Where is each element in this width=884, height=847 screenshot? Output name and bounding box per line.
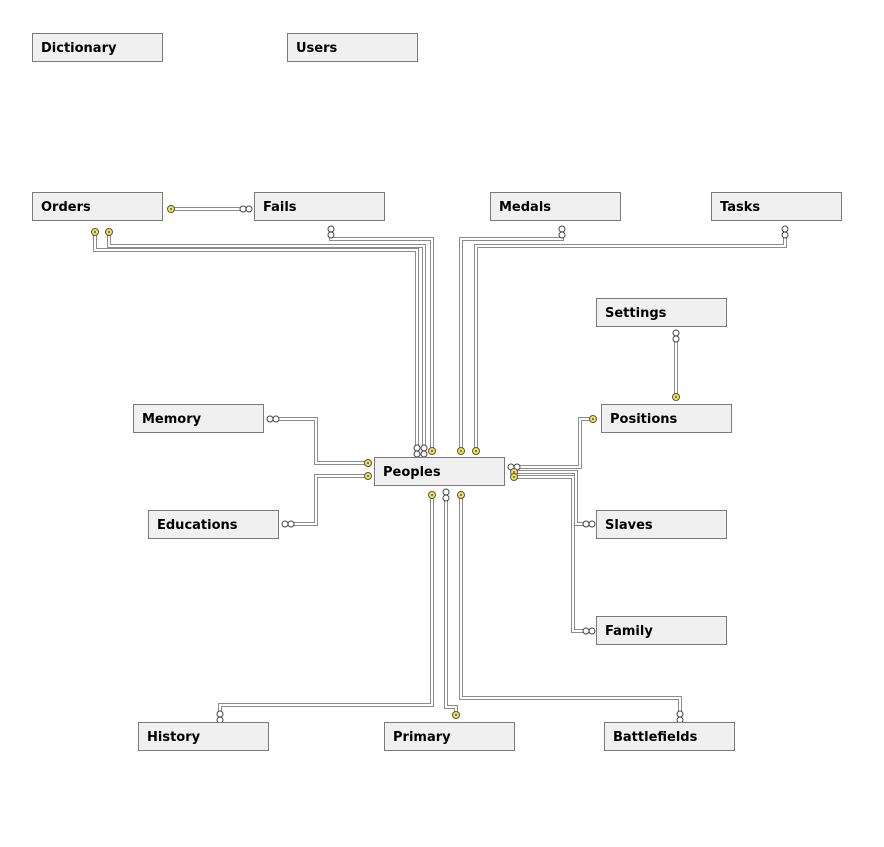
table-settings[interactable]: Settings: [596, 298, 727, 327]
many-end-icon: [442, 488, 450, 502]
table-settings-label: Settings: [605, 306, 667, 321]
relationship-medals-peoples[interactable]: [457, 225, 566, 455]
table-family[interactable]: Family: [596, 616, 727, 645]
key-end-icon: [457, 491, 465, 499]
key-end-icon: [472, 447, 480, 455]
table-fails[interactable]: Fails: [254, 192, 385, 221]
relationship-orders-fails[interactable]: [167, 205, 253, 213]
table-slaves[interactable]: Slaves: [596, 510, 727, 539]
table-fails-label: Fails: [263, 200, 297, 215]
table-dictionary[interactable]: Dictionary: [32, 33, 163, 62]
key-end-icon: [589, 415, 597, 423]
many-end-icon: [281, 520, 295, 528]
table-tasks-label: Tasks: [720, 200, 761, 215]
table-memory[interactable]: Memory: [133, 404, 264, 433]
table-history-label: History: [147, 730, 201, 745]
table-peoples[interactable]: Peoples: [374, 457, 505, 486]
table-peoples-label: Peoples: [383, 465, 441, 480]
relationship-slaves-peoples[interactable]: [510, 468, 596, 528]
relationship-educations-peoples[interactable]: [281, 472, 372, 528]
many-end-icon: [266, 415, 280, 423]
key-end-icon: [428, 491, 436, 499]
table-orders[interactable]: Orders: [32, 192, 163, 221]
key-end-icon: [105, 228, 113, 236]
many-end-icon: [327, 225, 335, 239]
key-end-icon: [167, 205, 175, 213]
relationship-battlefields-peoples[interactable]: [457, 491, 684, 724]
relationship-primary-peoples[interactable]: [442, 488, 460, 719]
table-dictionary-label: Dictionary: [41, 41, 117, 56]
many-end-icon: [239, 205, 253, 213]
table-family-label: Family: [605, 624, 653, 639]
key-end-icon: [364, 459, 372, 467]
relationship-history-peoples[interactable]: [216, 491, 436, 724]
key-end-icon: [510, 473, 518, 481]
table-educations[interactable]: Educations: [148, 510, 279, 539]
key-end-icon: [672, 393, 680, 401]
many-end-icon: [582, 627, 596, 635]
many-end-icon: [558, 225, 566, 239]
key-end-icon: [457, 447, 465, 455]
many-end-icon: [413, 444, 421, 458]
table-positions-label: Positions: [610, 412, 678, 427]
key-end-icon: [364, 472, 372, 480]
many-end-icon: [781, 225, 789, 239]
table-memory-label: Memory: [142, 412, 202, 427]
table-primary-label: Primary: [393, 730, 451, 745]
table-positions[interactable]: Positions: [601, 404, 732, 433]
table-history[interactable]: History: [138, 722, 269, 751]
many-end-icon: [420, 444, 428, 458]
table-battlefields-label: Battlefields: [613, 730, 698, 745]
key-end-icon: [452, 711, 460, 719]
relationship-tasks-peoples[interactable]: [472, 225, 789, 455]
table-users[interactable]: Users: [287, 33, 418, 62]
key-end-icon: [91, 228, 99, 236]
table-primary[interactable]: Primary: [384, 722, 515, 751]
table-slaves-label: Slaves: [605, 518, 653, 533]
table-battlefields[interactable]: Battlefields: [604, 722, 735, 751]
relationship-memory-peoples[interactable]: [266, 415, 372, 467]
many-end-icon: [676, 710, 684, 724]
table-tasks[interactable]: Tasks: [711, 192, 842, 221]
many-end-icon: [582, 520, 596, 528]
many-end-icon: [672, 329, 680, 343]
relationship-fails-peoples[interactable]: [327, 225, 436, 455]
table-medals-label: Medals: [499, 200, 552, 215]
table-medals[interactable]: Medals: [490, 192, 621, 221]
relationship-positions-peoples[interactable]: [507, 415, 597, 471]
key-end-icon: [428, 447, 436, 455]
table-users-label: Users: [296, 41, 338, 56]
relationship-orders-peoples[interactable]: [91, 228, 421, 458]
relationship-family-peoples[interactable]: [510, 473, 596, 635]
table-educations-label: Educations: [157, 518, 238, 533]
relationship-settings-positions[interactable]: [672, 329, 680, 401]
table-orders-label: Orders: [41, 200, 91, 215]
